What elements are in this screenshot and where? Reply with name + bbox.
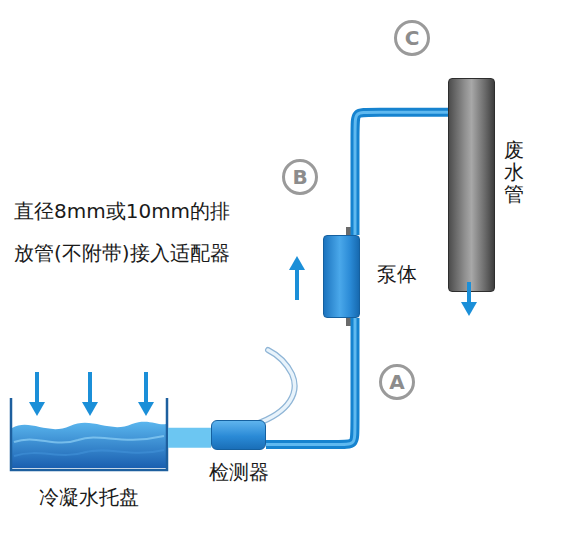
- vent-tube: [256, 350, 295, 424]
- hose-highlight: [266, 318, 355, 445]
- drip-arrows: [29, 372, 154, 416]
- drain-hose: [355, 112, 448, 235]
- flow-arrow-up: [289, 256, 305, 300]
- water-channel-path: [168, 428, 211, 448]
- note-text: 直径8mm或10mm的排放管(不附带)接入适配器: [14, 190, 242, 274]
- hose-highlight: [355, 112, 448, 235]
- waste-pipe: 废水管: [448, 78, 495, 292]
- water-wave: [14, 450, 164, 456]
- water-channel: [168, 437, 211, 438]
- waste-pipe-label: 废水管: [504, 139, 524, 205]
- callout-letter: C: [394, 20, 430, 56]
- water-wave: [14, 436, 164, 443]
- condensate-tray: 冷凝水托盘: [10, 396, 168, 472]
- detector-box-label: 检测器: [209, 459, 269, 486]
- callout-letter: A: [379, 364, 415, 400]
- tray-outline: [11, 398, 167, 470]
- pump-body-label: 泵体: [377, 260, 417, 287]
- hose-path: [355, 112, 448, 235]
- condensate-tray-label: 冷凝水托盘: [39, 484, 139, 511]
- pump-body: 泵体: [323, 235, 360, 318]
- detector-box: 检测器: [211, 420, 266, 450]
- callout-letter: B: [282, 159, 318, 195]
- hose-path: [266, 318, 355, 445]
- water: [12, 422, 166, 468]
- drain-hose: [266, 318, 355, 445]
- vent-tube: [256, 350, 295, 424]
